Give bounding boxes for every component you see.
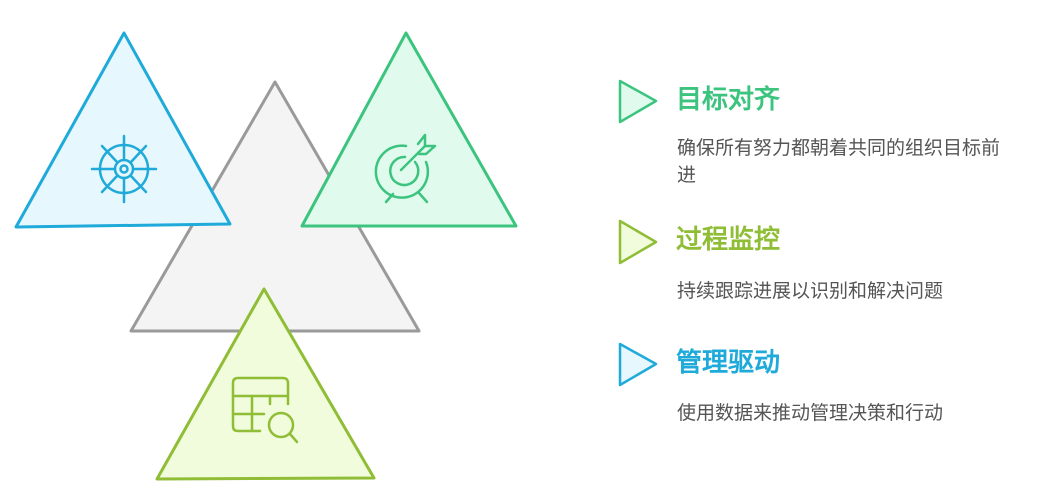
bullet-triangle-lime <box>618 219 658 265</box>
green-triangle <box>300 31 518 228</box>
item-title-goal-alignment: 目标对齐 <box>676 85 781 115</box>
lime-triangle <box>155 287 376 481</box>
bullet-triangle-blue <box>618 342 658 387</box>
bullet-triangle-green <box>618 79 658 124</box>
item-desc-goal-alignment: 确保所有努力都朝着共同的组织目标前进 <box>677 137 1001 186</box>
target-icon <box>374 133 437 204</box>
item-desc-process-monitoring: 持续跟踪进展以识别和解决问题 <box>677 280 944 302</box>
item-title-management-driven: 管理驱动 <box>676 348 781 378</box>
item-title-process-monitoring: 过程监控 <box>676 225 781 255</box>
item-desc-management-driven: 使用数据来推动管理决策和行动 <box>677 402 944 424</box>
blue-triangle <box>14 31 232 229</box>
ship-wheel-icon <box>90 134 158 204</box>
table-search-icon <box>231 376 299 444</box>
